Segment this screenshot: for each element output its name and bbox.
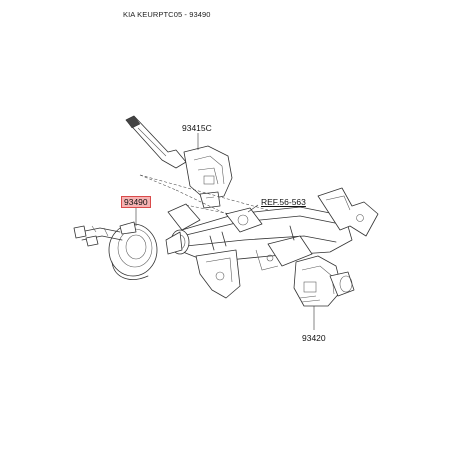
- callout-light-switch[interactable]: 93420: [302, 333, 326, 343]
- callout-clock-spring-highlighted[interactable]: 93490: [121, 196, 151, 208]
- callout-wiper-switch[interactable]: 93415C: [182, 123, 212, 133]
- light-switch-part: [293, 255, 355, 307]
- clock-spring-part: [73, 221, 158, 280]
- steering-column-assembly: [165, 187, 379, 299]
- diagram-title: KIA KEURPTC05 - 93490: [123, 10, 211, 19]
- callout-ref[interactable]: REF.56-563: [261, 197, 306, 207]
- wiper-switch-part: [125, 115, 233, 209]
- leader-ref: [247, 204, 259, 213]
